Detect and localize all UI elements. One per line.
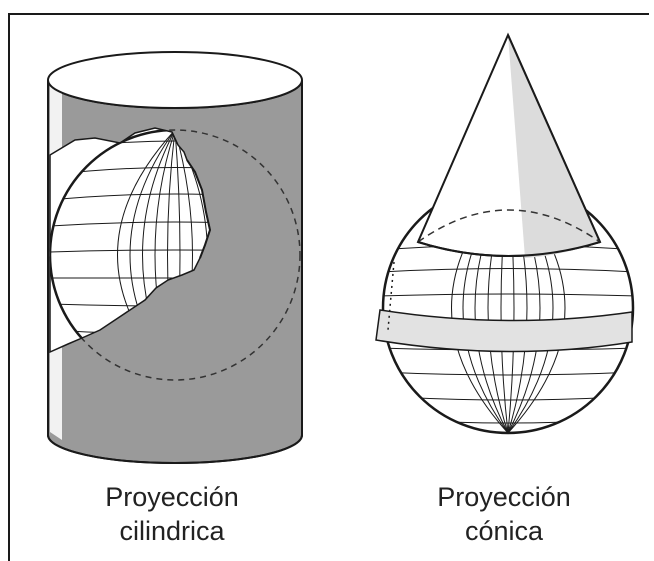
cone-diagram xyxy=(375,32,635,435)
tear-inner-edge xyxy=(186,159,212,259)
cone-shading xyxy=(508,35,600,258)
cylinder-bottom-edge xyxy=(47,434,303,464)
cone-right-edge xyxy=(507,34,601,243)
caption-conic: Proyección cónica xyxy=(384,480,624,548)
caption-conic-line1: Proyección xyxy=(437,482,571,512)
caption-cylindrical: Proyección cilindrica xyxy=(52,480,292,548)
cone-base-front xyxy=(417,241,601,257)
frame-top-border xyxy=(8,13,649,15)
hidden-globe-outline xyxy=(49,129,301,381)
equator-band xyxy=(375,309,633,353)
cylinder-top xyxy=(47,51,303,109)
caption-conic-line2: cónica xyxy=(464,516,544,546)
cone-base-hidden xyxy=(417,209,601,243)
caption-cylindrical-line1: Proyección xyxy=(105,482,239,512)
frame-left-border xyxy=(8,13,10,561)
cylinder-diagram xyxy=(47,51,303,464)
caption-cylindrical-line2: cilindrica xyxy=(119,516,225,546)
